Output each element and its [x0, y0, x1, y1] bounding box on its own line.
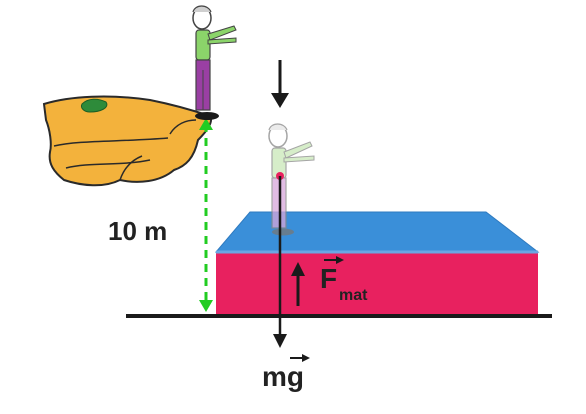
down-arrow-icon — [271, 60, 289, 108]
mat-side — [216, 252, 538, 314]
cliff — [42, 95, 212, 187]
weight-label: mg — [262, 354, 310, 392]
mat-force-arrow — [291, 262, 305, 306]
crash-mat — [214, 211, 540, 314]
mat-top — [214, 211, 540, 253]
weight-symbol: mg — [262, 361, 304, 392]
force-mat-subscript: mat — [339, 287, 368, 304]
force-mat-symbol: F — [320, 263, 337, 294]
height-arrow — [199, 118, 213, 312]
force-mat-label: F mat — [320, 256, 368, 304]
height-arrow-head-top — [199, 118, 213, 130]
moss — [81, 98, 108, 113]
height-label: 10 m — [108, 216, 167, 246]
weight-arrow — [273, 176, 287, 348]
person-standing-icon — [192, 5, 237, 120]
height-arrow-head-bottom — [199, 300, 213, 312]
